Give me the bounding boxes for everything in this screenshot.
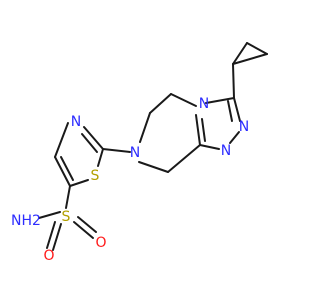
bond [52,223,62,251]
atom-label-nh2: NH2 [11,213,41,229]
bond [195,114,201,146]
pyrazine-ring [138,93,201,173]
molecule-structure-diagram: N N N N N S S O O NH2 [0,0,300,300]
background [0,0,300,300]
bond [199,144,220,150]
atom-label-o-sulfonyl-left: O [43,248,54,264]
bond [83,126,104,150]
bond [54,156,71,187]
bond [102,148,131,153]
sulfonamide-group [38,185,97,251]
triazole-ring [195,97,241,150]
atom-label-n-triazole-2: N [239,119,249,135]
bond [246,42,268,55]
bond [81,133,98,153]
bond [38,211,61,219]
bond [69,179,89,187]
bond [77,216,97,233]
bond [201,118,206,142]
atom-label-s-sulfonyl: S [62,209,71,225]
bond [170,93,197,107]
bond [46,221,56,249]
atom-label-n-triazole-4: N [199,96,209,112]
atom-label-n-thiazole: N [71,114,81,130]
cyclopropyl-ring [232,42,268,65]
bond [232,42,248,65]
bond [139,112,151,143]
bond [205,97,235,104]
bond [138,161,169,173]
bond [232,53,268,65]
bond [149,93,172,114]
bond [229,131,240,144]
atom-label-s-thiazole: S [91,168,100,184]
bond [233,97,241,122]
bond [227,100,233,122]
bond [65,185,71,209]
atom-label-n-pyrazine: N [130,145,140,161]
bond [54,122,69,158]
atom-label-n-triazole-1: N [221,143,231,159]
bond [60,156,74,181]
structure-canvas: N N N N N S S O O NH2 [0,0,300,300]
atom-label-o-sulfonyl-right: O [95,235,106,251]
thiazole-ring [54,122,104,187]
bond [73,221,94,239]
bond [232,63,235,99]
bond [97,148,104,167]
bond [167,144,201,173]
